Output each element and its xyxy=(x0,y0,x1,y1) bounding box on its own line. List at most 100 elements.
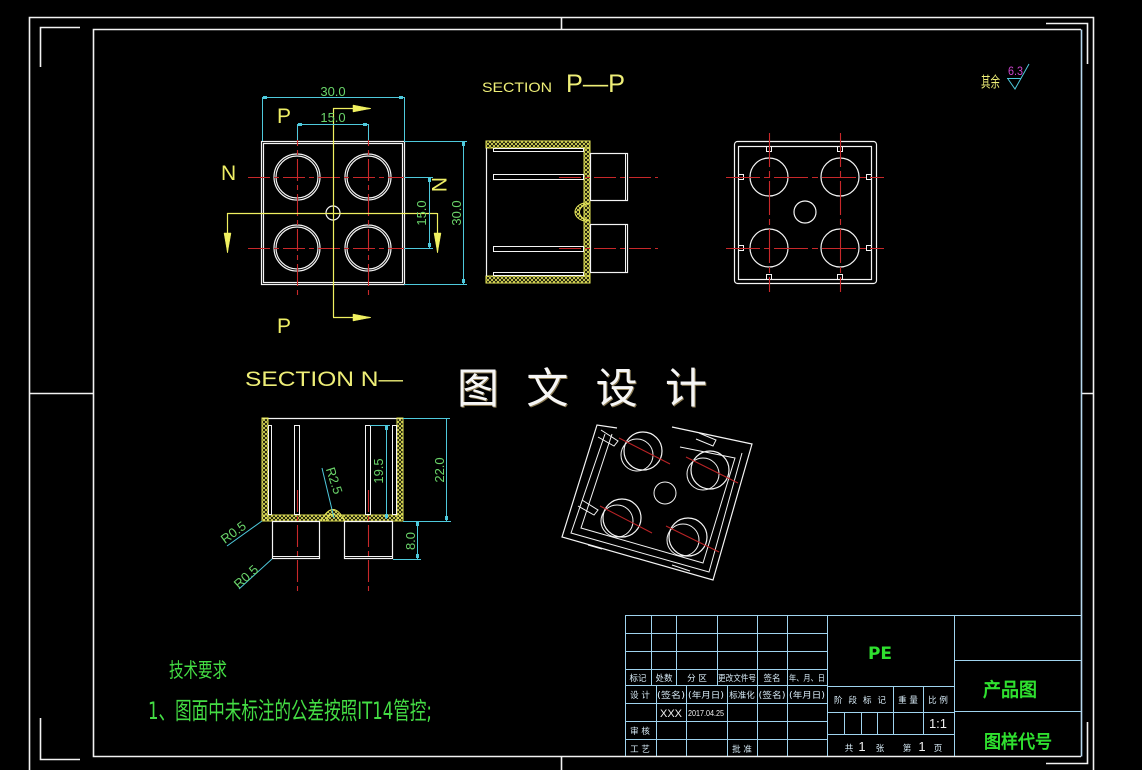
center-dome-circle xyxy=(793,200,817,224)
section-wall-right xyxy=(396,417,404,522)
surface-finish-label: 其余 xyxy=(981,73,1000,91)
iso-notches xyxy=(577,429,717,572)
sheet-no-suffix: 页 xyxy=(934,744,943,754)
boss-upper xyxy=(589,152,629,202)
dim-dome-radius: R2.5 xyxy=(323,465,346,496)
bottom-outline-outer xyxy=(733,140,878,285)
inner-strip-left xyxy=(268,425,272,515)
cut-label-n-left: N xyxy=(221,162,236,185)
section-wall-top xyxy=(485,140,591,149)
dim-hole-pitch-y: 15.0 xyxy=(414,200,429,225)
dimension-markers xyxy=(263,96,465,283)
iso-boss-inner xyxy=(666,523,700,557)
sheet-total-suffix: 张 xyxy=(876,744,885,754)
dim-marker xyxy=(399,96,403,99)
iso-outline-inner xyxy=(570,433,743,573)
header-signature: 签名 xyxy=(763,673,780,684)
dimension-markers xyxy=(385,426,448,558)
cut-arrow-top-icon xyxy=(352,104,372,113)
title-block-grid xyxy=(625,615,1081,756)
rib xyxy=(294,425,300,515)
dim-overall-height: 30.0 xyxy=(449,200,464,225)
inner-border xyxy=(92,28,1081,758)
iso-boss xyxy=(623,431,663,471)
inner-strip-bottom xyxy=(493,272,584,276)
header-count: 处数 xyxy=(655,673,673,684)
technical-requirements: 技术要求 1、图面中未标注的公差按照IT14管控; xyxy=(148,658,432,725)
drawing-number: 图样代号 xyxy=(984,731,1052,753)
weight-label: 重 量 xyxy=(898,695,918,706)
sheet-total: 1 xyxy=(858,739,865,754)
dim-marker xyxy=(385,514,388,518)
design-signature: (签名) xyxy=(657,690,685,701)
section-n-title: SECTION N— xyxy=(245,368,403,391)
boss-left xyxy=(271,520,321,560)
bottom-centerlines xyxy=(726,133,884,292)
section-n-view: SECTION N— 19.5 22.0 8.0 R2.5 R0.5 R0.5 xyxy=(218,368,451,592)
header-zone: 分 区 xyxy=(687,674,707,684)
dim-marker xyxy=(462,142,465,146)
section-wall-left xyxy=(261,417,269,522)
dim-marker xyxy=(416,522,419,526)
dim-marker xyxy=(416,554,419,558)
iso-outline-outer xyxy=(561,424,753,581)
design-label: 设 计 xyxy=(630,690,650,701)
process-label: 工 艺 xyxy=(630,745,650,755)
header-date: 年、月、日 xyxy=(789,673,825,684)
rib-notches xyxy=(738,146,872,280)
rib xyxy=(493,246,584,252)
tech-req-heading: 技术要求 xyxy=(169,658,227,682)
tech-req-item: 1、图面中未标注的公差按照IT14管控; xyxy=(148,697,432,725)
dome-notch xyxy=(574,202,591,222)
plan-dimension-lines xyxy=(262,97,467,285)
iso-centerlines xyxy=(599,437,739,553)
section-wall-bottom xyxy=(261,514,404,522)
bottom-view xyxy=(726,133,884,292)
section-wall-right xyxy=(583,147,591,277)
section-n-dimension-lines xyxy=(226,418,451,590)
corner-mark-top-left xyxy=(39,26,80,67)
designer-name: XXX xyxy=(660,708,683,720)
iso-boss-inner xyxy=(620,438,654,472)
iso-boss xyxy=(602,498,642,538)
iso-boss-inner xyxy=(600,504,634,538)
standardization-label: 标准化 xyxy=(729,690,755,701)
sheet-frame xyxy=(28,16,1095,770)
rib xyxy=(493,174,584,180)
header-mark: 标记 xyxy=(629,673,647,684)
boss-lower xyxy=(589,223,629,274)
sheet-total-prefix: 共 xyxy=(845,744,854,754)
section-p-centerlines xyxy=(559,176,658,250)
dim-rib-height: 19.5 xyxy=(371,458,386,483)
plan-view: P P N N 30.0 15.0 15.0 30.0 xyxy=(221,84,467,338)
iso-boss xyxy=(668,517,708,557)
cut-label-n-right: N xyxy=(427,177,450,192)
cut-arrow-bottom-icon xyxy=(352,313,372,322)
inner-strip-top xyxy=(493,148,584,152)
sheet-no-prefix: 第 xyxy=(903,743,912,754)
dim-marker xyxy=(462,279,465,283)
standardization-date: (年月日) xyxy=(789,690,825,701)
iso-boss xyxy=(690,450,730,490)
watermark-text: 图 文 设 计 xyxy=(457,364,707,413)
review-label: 审 核 xyxy=(630,726,650,737)
section-n-centerlines xyxy=(296,490,370,592)
design-date-label: (年月日) xyxy=(688,690,724,701)
cut-arrow-left-icon xyxy=(223,232,232,254)
section-p-title-mark: P—P xyxy=(566,70,625,98)
dim-hole-pitch-x: 15.0 xyxy=(320,110,345,125)
scale-label: 比 例 xyxy=(928,695,948,706)
bottom-outline-inner xyxy=(737,145,873,281)
section-p-title-word: SECTION xyxy=(482,79,552,95)
corner-mark-bottom-right xyxy=(1046,722,1089,765)
boss-right xyxy=(343,520,394,560)
cut-label-p-top: P xyxy=(277,105,291,128)
dim-fillet-bottom: R0.5 xyxy=(231,562,261,592)
isometric-view xyxy=(561,424,753,581)
header-change-doc: 更改文件号 xyxy=(718,673,756,684)
inner-strip-right xyxy=(392,425,397,515)
center-ticks xyxy=(29,17,1094,770)
sheet-no: 1 xyxy=(918,739,925,754)
dim-marker xyxy=(298,123,302,126)
